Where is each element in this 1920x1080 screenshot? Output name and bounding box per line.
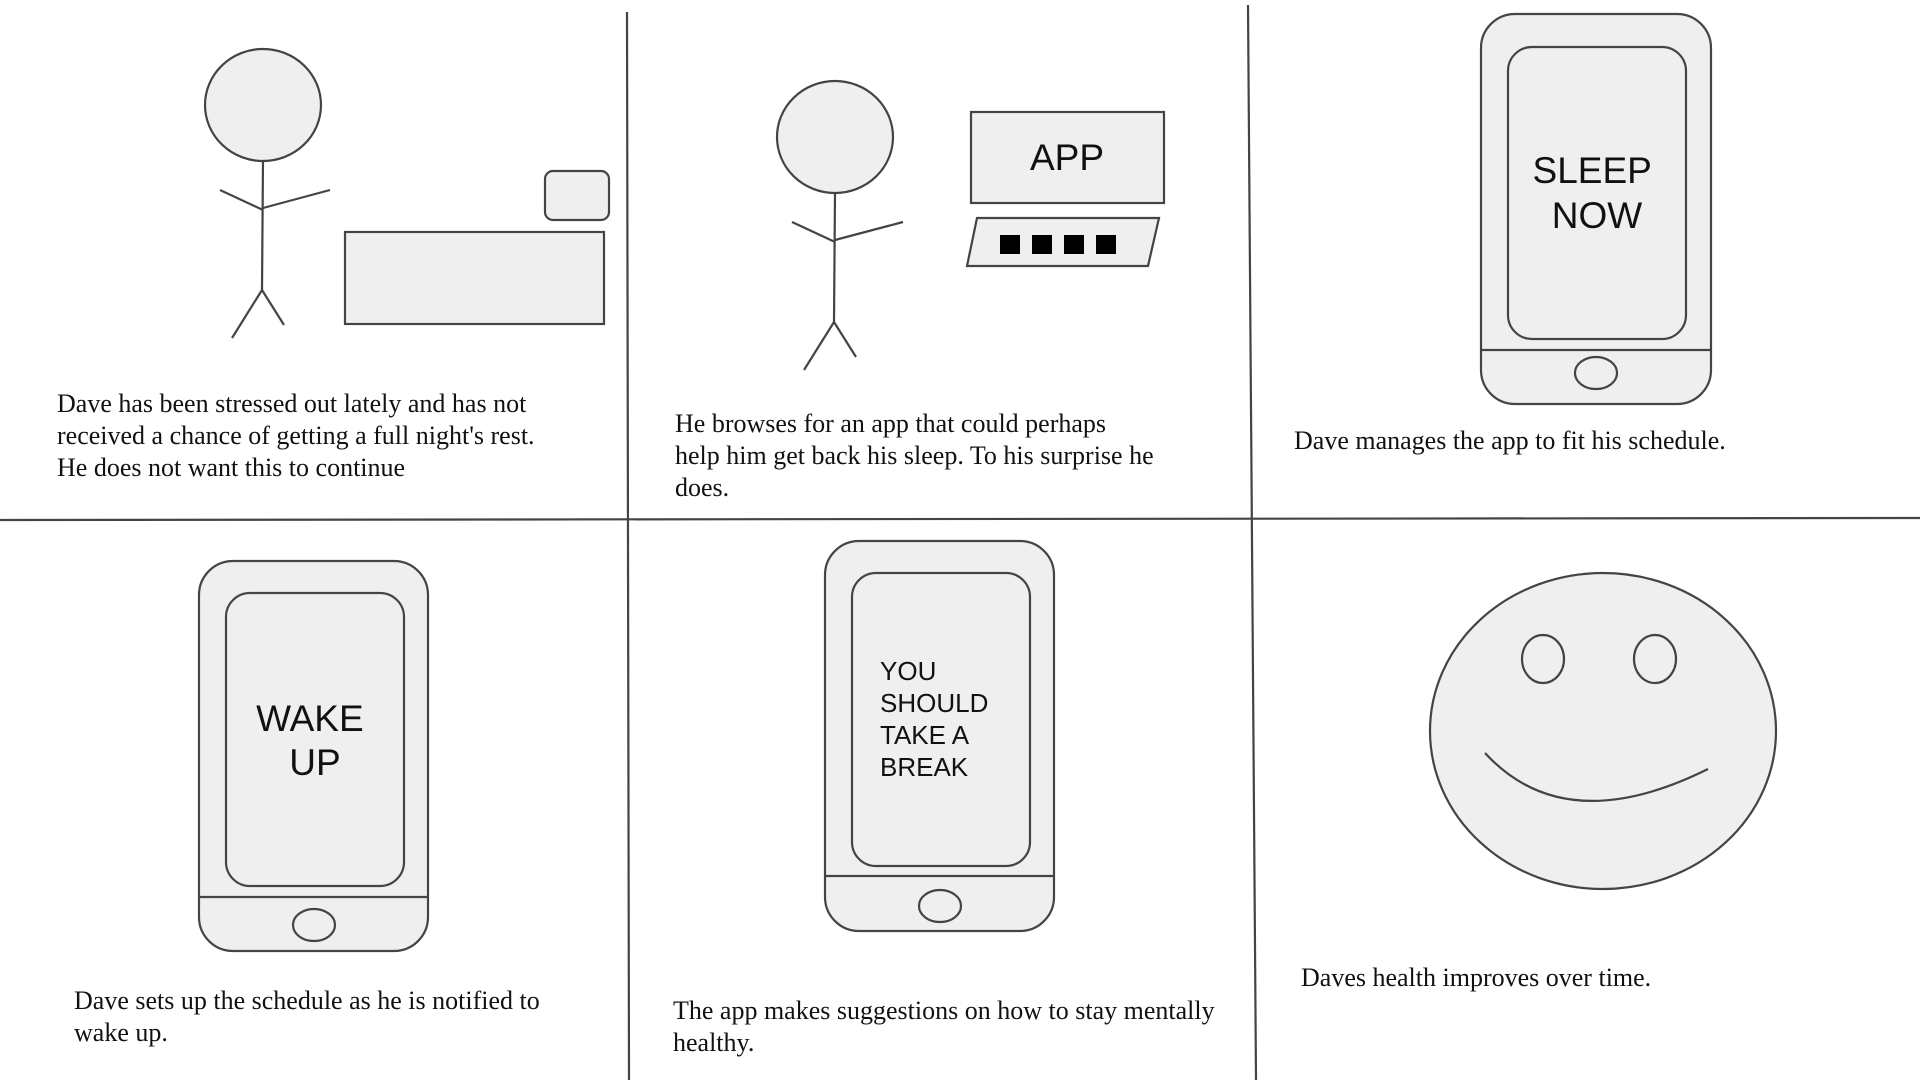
key [1064,235,1084,254]
home-button [917,888,963,924]
screen-text: YOU SHOULD TAKE A BREAK [880,656,996,782]
smartphone-icon: SLEEP NOW [1479,12,1713,406]
panel-6-caption: Daves health improves over time. [1301,963,1652,992]
divider-vertical-2 [1246,4,1258,1080]
screen-text: SLEEP NOW [1533,150,1662,236]
smartphone-icon: WAKE UP [197,559,430,953]
left-eye [1520,633,1566,685]
panel-grid [0,4,1920,1080]
panel-1-illustration [203,47,611,339]
panel-3-caption: Dave manages the app to fit his schedule… [1294,426,1726,455]
screen-text: WAKE UP [256,698,374,783]
divider-vertical-1 [625,11,631,1080]
smile [1484,752,1709,802]
home-button [1573,355,1619,391]
panel-4-caption: Dave sets up the schedule as he is notif… [74,986,540,1047]
app-label: APP [1030,137,1104,178]
panel-2-illustration: APP [775,79,1166,371]
pillow-icon [543,169,611,222]
smiley-face-icon [1428,571,1778,891]
right-eye [1632,633,1678,685]
phone-screen [224,591,406,888]
panel-2-caption: He browses for an app that could perhaps… [675,409,1154,502]
divider-horizontal [0,516,1920,522]
phone-screen [1506,45,1688,341]
bed-icon [343,230,606,326]
key [1096,235,1116,254]
key [1032,235,1052,254]
stick-figure-icon [775,79,904,371]
stick-figure-icon [203,47,331,339]
panel-1-caption: Dave has been stressed out lately and ha… [57,389,535,482]
phone-screen [850,571,1032,868]
laptop-icon: APP [965,110,1166,268]
face [1428,571,1778,891]
key [1000,235,1020,254]
panel-5-caption: The app makes suggestions on how to stay… [673,996,1215,1057]
smartphone-icon: YOU SHOULD TAKE A BREAK [823,539,1056,933]
laptop-screen [969,110,1166,205]
laptop-keyboard [965,216,1161,268]
home-button [291,907,337,943]
